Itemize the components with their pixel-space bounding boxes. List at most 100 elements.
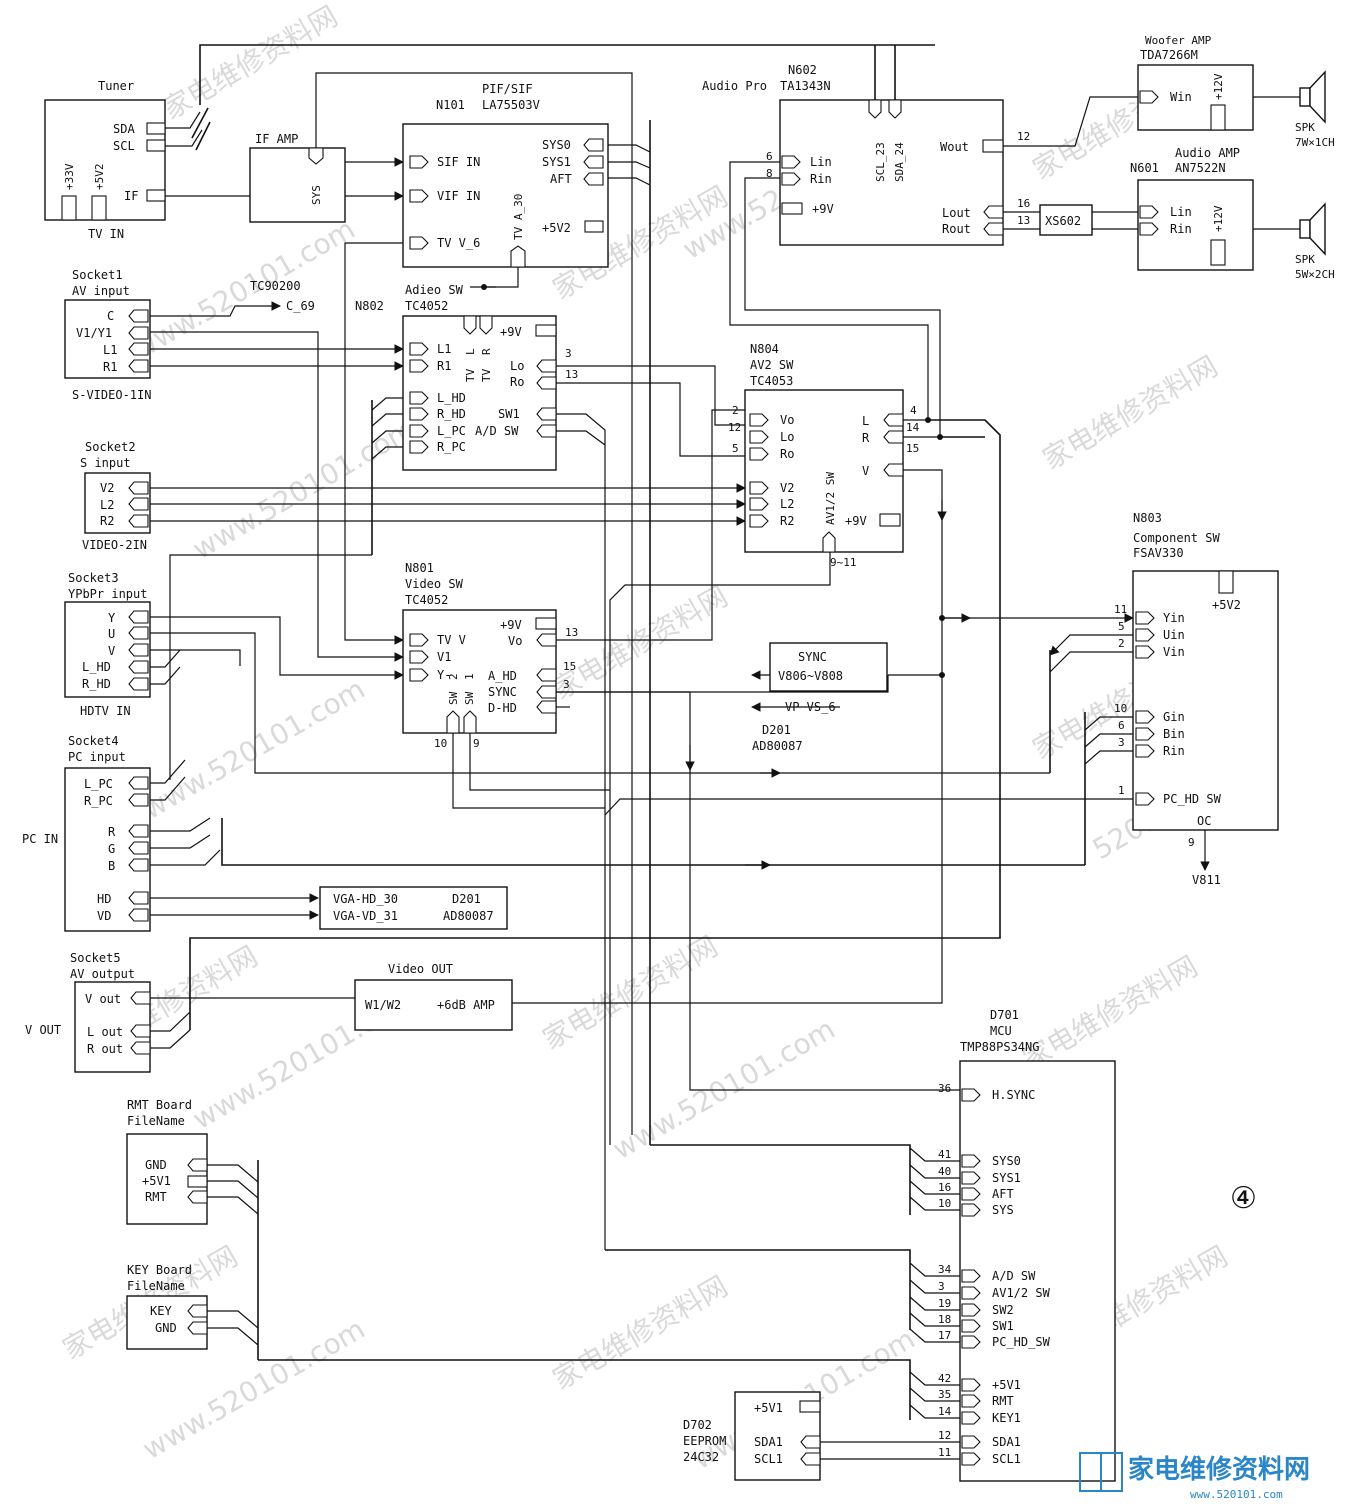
bus-wire [191, 107, 209, 139]
pin-label: TV A_30 [512, 194, 525, 240]
block-subtitle: S input [80, 456, 131, 470]
speaker-spec: 7W×1CH [1295, 136, 1335, 149]
watermark-text: www.520101.com [607, 1012, 841, 1166]
pin-label: Yin [1163, 611, 1185, 625]
vpvs-label: VP VS_6 [785, 700, 836, 714]
pin-connector [128, 342, 149, 356]
tc90200-label: TC90200 [250, 279, 301, 293]
block-footer: TV IN [88, 227, 124, 241]
pin-label: V out [85, 992, 121, 1006]
speaker-label: SPK [1295, 121, 1315, 134]
pin-connector [536, 633, 557, 647]
pin-label: D-HD [488, 701, 517, 715]
wiring [148, 44, 1300, 1460]
mcu-pin-label: SYS1 [992, 1171, 1021, 1185]
sw-label: SW [463, 691, 476, 705]
socket1-block: Socket1 AV input C V1/Y1 L1 R1 S-VIDEO-1… [64, 268, 151, 402]
block-title: Woofer AMP [1145, 34, 1212, 47]
block-ref: N803 [1133, 511, 1162, 525]
speaker-icon [1309, 70, 1326, 124]
n804-block: N804 AV2 SW TC4053 Vo Lo Ro V2 L2 R2 AV1… [728, 342, 920, 569]
block-outline [1039, 204, 1093, 236]
block-outline [402, 609, 557, 734]
pin-label: L_HD [437, 391, 466, 405]
signal-wire [1084, 716, 1133, 731]
mcu-pin-label: H.SYNC [992, 1088, 1035, 1102]
signal-wire [909, 1180, 960, 1195]
pin-connector [128, 891, 149, 905]
pin-label: R [862, 431, 870, 445]
speaker-label: SPK [1295, 253, 1315, 266]
pin-connector [749, 430, 769, 444]
signal-wire [909, 1147, 960, 1162]
pin-number: 13 [565, 368, 578, 381]
signal-wire [148, 649, 181, 668]
pin-connector [535, 617, 557, 630]
pin-connector [749, 481, 769, 495]
block-ref: N801 [405, 561, 434, 575]
block-part: TC4052 [405, 299, 448, 313]
pin-label: V1 [437, 650, 451, 664]
block-title: Video OUT [388, 962, 453, 976]
block-outline [744, 389, 904, 553]
speaker-1: SPK 7W×1CH [1295, 70, 1335, 149]
mcu-pin-label: A/D SW [992, 1269, 1036, 1283]
block-footer: HDTV IN [80, 704, 131, 718]
pin-label: R1 [437, 359, 451, 373]
pin-connector [536, 668, 557, 682]
pin-label: V1/Y1 [76, 326, 112, 340]
mcu-pin-number: 14 [938, 1405, 952, 1418]
pin-label: L out [87, 1025, 123, 1039]
signal-wire [148, 849, 221, 866]
pin-label: IF [124, 189, 138, 203]
pin-number: 4 [910, 404, 917, 417]
block-part: FSAV330 [1133, 546, 1184, 560]
block-file: FileName [127, 1279, 185, 1293]
socket3-block: Socket3 YPbPr input Y U V L_HD R_HD HDTV… [64, 571, 151, 718]
signal-wire [452, 733, 605, 809]
block-title: Socket3 [68, 571, 119, 585]
pin-connector [463, 710, 477, 734]
pin-label: GND [155, 1321, 177, 1335]
pin-label: B [108, 859, 115, 873]
pin-connector [961, 1303, 981, 1317]
pin-connector [961, 1435, 981, 1449]
block-footer: VIDEO-2IN [82, 538, 147, 552]
pin-label: Rout [942, 222, 971, 236]
pin-connector [961, 1088, 981, 1102]
watermark-text: www.520101.com [187, 412, 421, 566]
watermark-text: 家电维修资料网 [537, 929, 723, 1056]
signal-wire [148, 301, 281, 317]
signal-wire [909, 1196, 960, 1211]
pin-label: SDA [113, 122, 135, 136]
signal-wire [909, 1312, 960, 1327]
pin-connector [187, 1190, 208, 1204]
mcu-pin-number: 12 [938, 1429, 951, 1442]
pin-connector [128, 660, 149, 674]
pin-label: Gin [1163, 710, 1185, 724]
pin-label: Wout [940, 140, 969, 154]
pin-connector [961, 1203, 981, 1217]
block-role: Audio Pro [702, 79, 767, 93]
pin-connector [146, 139, 166, 152]
block-title: Socket4 [68, 734, 119, 748]
mcu-pin-number: 18 [938, 1313, 951, 1326]
pin-connector [982, 139, 1004, 153]
pin-number: 13 [565, 626, 578, 639]
pin-connector [781, 172, 801, 186]
pin-connector [1210, 104, 1226, 131]
pin-connector [584, 220, 604, 233]
sw-label: 2 [447, 673, 460, 680]
pin-connector [822, 531, 836, 553]
block-outline [1137, 179, 1254, 271]
tuner-block: Tuner SDA SCL IF +33V +5V2 TV IN [44, 79, 166, 241]
signal-wire [148, 834, 211, 849]
signal-wire [909, 1328, 960, 1343]
block-name: EEPROM [683, 1434, 726, 1448]
pin-label: A_HD [488, 669, 517, 683]
pin-connector [130, 1041, 151, 1055]
block-ref: N101 [436, 98, 465, 112]
pin-number: 10 [434, 737, 447, 750]
block-title: RMT Board [127, 1098, 192, 1112]
signal-wire [165, 129, 203, 147]
